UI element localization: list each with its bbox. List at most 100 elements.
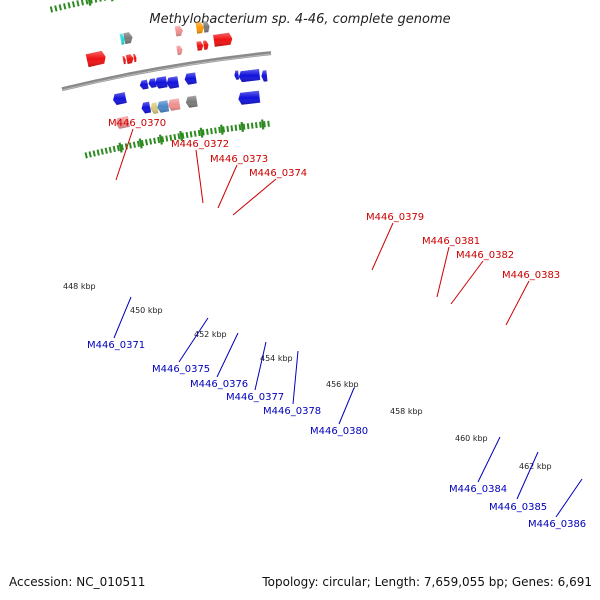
backbone-line — [61, 51, 272, 92]
ring-tick — [177, 133, 181, 140]
ring-tick — [230, 125, 234, 132]
ring-tick — [267, 120, 270, 127]
major-ring-tick — [158, 134, 163, 145]
gene-label-M446_0379[interactable]: M446_0379 — [366, 212, 424, 223]
ring-tick — [197, 129, 201, 137]
scale-label: 460 kbp — [455, 434, 488, 443]
ring-tick — [185, 131, 189, 139]
gene-arrow-shading — [85, 50, 106, 68]
ring-tick — [226, 125, 230, 132]
gene-label-M446_0378[interactable]: M446_0378 — [263, 406, 321, 417]
gene-arrow-shading — [141, 101, 152, 114]
ring-tick — [94, 0, 98, 3]
gene-arrow-shading — [184, 72, 197, 85]
ring-tick — [80, 0, 84, 6]
gene-label-M446_0372[interactable]: M446_0372 — [171, 139, 229, 150]
gene-arrow-shading — [238, 90, 261, 105]
gene-arrow-shading — [115, 116, 130, 129]
leader-line — [338, 387, 355, 425]
ring-tick — [254, 122, 258, 129]
gene-label-M446_0380[interactable]: M446_0380 — [310, 426, 368, 437]
leader-line — [436, 246, 450, 298]
ring-tick — [263, 121, 266, 128]
gene-label-M446_0370[interactable]: M446_0370 — [108, 118, 166, 129]
ring-tick — [140, 139, 145, 147]
gene-label-M446_0385[interactable]: M446_0385 — [489, 502, 547, 513]
leader-line — [254, 341, 267, 391]
gene-arrow-shading — [174, 25, 183, 37]
gene-label-M446_0383[interactable]: M446_0383 — [502, 270, 560, 281]
ring-tick — [205, 128, 209, 135]
gene-arrow-shading — [234, 70, 240, 80]
gene-arrow-shading — [119, 33, 125, 45]
gene-label-M446_0382[interactable]: M446_0382 — [456, 250, 514, 261]
leader-line — [216, 332, 239, 378]
label-leader-lines — [113, 128, 583, 518]
ring-tick — [128, 142, 132, 149]
gene-label-M446_0381[interactable]: M446_0381 — [422, 236, 480, 247]
gene-label-M446_0386[interactable]: M446_0386 — [528, 519, 586, 530]
major-ring-tick — [199, 127, 204, 138]
gene-arrow-shading — [185, 95, 198, 108]
accession-text: Accession: NC_010511 — [9, 575, 146, 589]
gene-label-M446_0376[interactable]: M446_0376 — [190, 379, 248, 390]
leader-line — [115, 128, 134, 181]
gene-label-M446_0374[interactable]: M446_0374 — [249, 168, 307, 179]
gene-arrow-shading — [123, 32, 133, 44]
ring-tick — [181, 132, 185, 139]
ring-tick — [161, 136, 165, 143]
ring-tick — [67, 2, 71, 9]
scale-label: 456 kbp — [326, 380, 359, 389]
ring-tick — [88, 151, 92, 158]
gene-labels: M446_0370M446_0372M446_0373M446_0374M446… — [87, 118, 586, 530]
ring-tick — [169, 134, 173, 141]
major-ring-tick — [240, 121, 244, 133]
leader-line — [292, 350, 299, 405]
major-ring-tick — [111, 0, 114, 2]
ring-tick — [209, 128, 213, 135]
leader-line — [232, 178, 277, 216]
ring-tick — [193, 130, 197, 137]
gene-label-M446_0375[interactable]: M446_0375 — [152, 364, 210, 375]
ring-tick — [100, 148, 104, 155]
ring-tick — [153, 137, 157, 144]
ring-tick — [99, 0, 102, 2]
ring-tick — [112, 145, 116, 153]
ring-tick — [96, 149, 100, 156]
ring-tick — [165, 135, 169, 142]
ring-tick — [238, 124, 242, 131]
leader-line — [477, 436, 501, 483]
ring-tick — [173, 133, 177, 141]
ring-tick — [250, 122, 254, 129]
ring-tick — [103, 0, 107, 1]
gene-arrow-shading — [203, 40, 209, 50]
ring-tick — [54, 5, 58, 12]
ring-tick — [84, 152, 88, 159]
leader-line — [555, 478, 583, 518]
major-ring-tick — [261, 119, 265, 130]
gene-arrow-shading — [238, 69, 261, 83]
leader-line — [371, 222, 394, 271]
gene-arrow-shading — [166, 76, 180, 89]
ring-tick — [49, 6, 54, 13]
ring-tick — [144, 139, 149, 146]
backbone-highlight — [62, 53, 272, 91]
gene-label-M446_0384[interactable]: M446_0384 — [449, 484, 507, 495]
gene-label-M446_0373[interactable]: M446_0373 — [210, 154, 268, 165]
ring-tick — [201, 129, 205, 136]
gene-arrow-shading — [113, 92, 127, 105]
gene-arrow-shading — [122, 56, 126, 65]
ring-tick — [90, 0, 93, 4]
gene-arrow-shading — [125, 54, 134, 64]
ring-tick — [214, 127, 217, 134]
gene-arrow-shading — [261, 70, 268, 82]
leader-line — [113, 296, 132, 339]
gene-label-M446_0371[interactable]: M446_0371 — [87, 340, 145, 351]
ring-tick — [58, 4, 62, 11]
major-ring-tick — [87, 0, 92, 7]
gene-label-M446_0377[interactable]: M446_0377 — [226, 392, 284, 403]
leader-line — [195, 149, 204, 204]
gene-arrow-shading — [196, 41, 204, 51]
